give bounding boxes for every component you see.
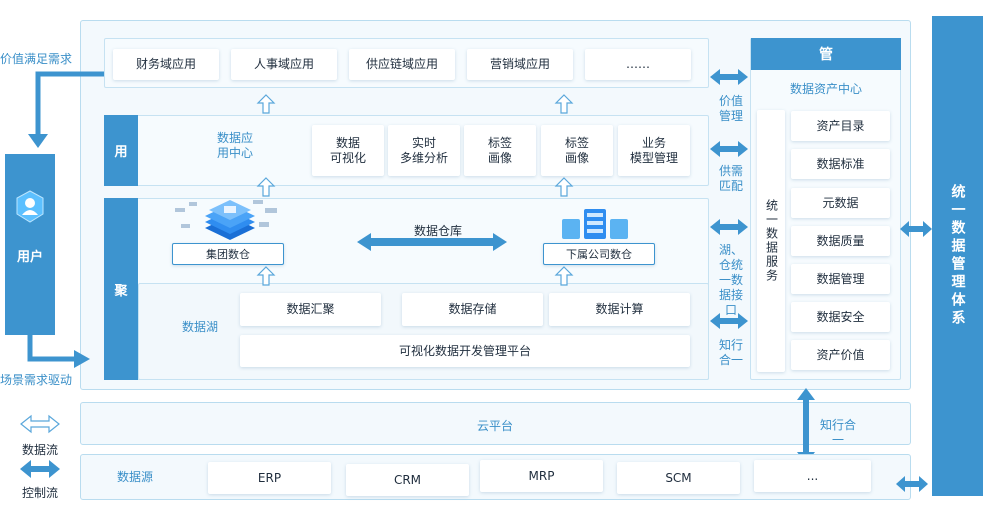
control-flow-legend-label: 控制流 xyxy=(21,486,58,500)
app-marketing: 营销域应用 xyxy=(467,49,573,80)
mgmt-item-data-quality: 数据质量 xyxy=(791,226,890,256)
source-mrp: MRP xyxy=(480,460,603,492)
unified-mgmt-system-text: 统一数据管理体系 xyxy=(949,184,966,328)
warehouse-bidirectional-arrow xyxy=(357,233,507,251)
ju-layer-tag: 聚 xyxy=(104,198,138,380)
user-label: 用户 xyxy=(16,250,43,265)
mgmt-item-data-security: 数据安全 xyxy=(791,302,890,332)
bidirectional-arrow-icon xyxy=(710,141,748,157)
know-do-label: 知行 合一 xyxy=(718,338,743,367)
use-card-realtime: 实时 多维分析 xyxy=(388,125,460,176)
asset-center-label: 数据资产中心 xyxy=(789,82,862,96)
up-arrow-icon xyxy=(554,94,574,114)
app-supply-chain: 供应链域应用 xyxy=(349,49,455,80)
bidirectional-arrow-icon xyxy=(710,69,748,85)
unified-mgmt-system: 统一数据管理体系 xyxy=(932,16,983,496)
user-block: 用户 xyxy=(5,154,55,335)
control-flow-legend-icon xyxy=(20,460,60,478)
mgmt-item-asset-catalog: 资产目录 xyxy=(791,111,890,141)
use-card-model: 业务 模型管理 xyxy=(618,125,690,176)
lake-card-aggregate: 数据汇聚 xyxy=(240,293,381,326)
source-scm: SCM xyxy=(617,462,740,494)
use-card-tag-2: 标签 画像 xyxy=(541,125,613,176)
dev-platform-card: 可视化数据开发管理平台 xyxy=(240,335,690,367)
up-arrow-icon xyxy=(256,266,276,286)
value-demand-label: 价值满足需求 xyxy=(0,52,73,66)
supply-match-label: 供需 匹配 xyxy=(718,164,743,193)
value-mgmt-label: 价值 管理 xyxy=(718,94,743,123)
scene-demand-label: 场景需求驱动 xyxy=(0,373,73,387)
data-flow-legend-icon xyxy=(20,414,60,434)
up-arrow-icon xyxy=(554,177,574,197)
control-flow-arrow xyxy=(27,334,90,368)
data-warehouse-label: 数据仓库 xyxy=(413,224,462,238)
bidirectional-arrow-icon xyxy=(896,476,928,492)
app-more: …… xyxy=(585,49,691,80)
unified-service-card: 统一数据服务 xyxy=(757,110,785,372)
bidirectional-arrow-icon xyxy=(710,219,748,235)
control-flow-arrow xyxy=(28,71,104,148)
control-bidirectional-arrow-icon xyxy=(797,388,815,464)
group-warehouse-label: 集团数仓 xyxy=(172,243,284,265)
cloud-know-do-label: 知行合 一 xyxy=(819,418,856,447)
mgmt-item-data-management: 数据管理 xyxy=(791,264,890,294)
sub-warehouse-icon xyxy=(562,209,628,239)
up-arrow-icon xyxy=(554,266,574,286)
app-finance: 财务域应用 xyxy=(113,49,219,80)
bidirectional-arrow-icon xyxy=(710,313,748,329)
bidirectional-arrow-icon xyxy=(900,221,932,237)
use-card-tag-1: 标签 画像 xyxy=(464,125,536,176)
lake-card-storage: 数据存储 xyxy=(402,293,543,326)
data-lake-label: 数据湖 xyxy=(181,320,218,334)
use-layer-tag: 用 xyxy=(104,115,138,186)
group-warehouse-icon xyxy=(175,200,277,240)
mgmt-item-asset-value: 资产价值 xyxy=(791,340,890,370)
source-more: ... xyxy=(754,460,871,492)
mgmt-item-metadata: 元数据 xyxy=(791,188,890,218)
user-icon xyxy=(16,190,44,223)
unified-service-text: 统一数据服务 xyxy=(764,199,779,283)
data-flow-legend-label: 数据流 xyxy=(21,443,58,457)
mgmt-title: 管 xyxy=(751,38,901,70)
up-arrow-icon xyxy=(256,177,276,197)
source-erp: ERP xyxy=(208,462,331,494)
sub-warehouse-label: 下属公司数仓 xyxy=(543,243,655,265)
cloud-platform-label: 云平台 xyxy=(476,419,513,433)
data-app-center-label: 数据应 用中心 xyxy=(216,131,253,160)
up-arrow-icon xyxy=(256,94,276,114)
lake-unify-label: 湖、 仓统 一数 据接 口 xyxy=(718,243,743,317)
lake-card-compute: 数据计算 xyxy=(549,293,690,326)
mgmt-item-data-standard: 数据标准 xyxy=(791,149,890,179)
data-sources-label: 数据源 xyxy=(116,470,153,484)
app-hr: 人事域应用 xyxy=(231,49,337,80)
use-card-visualization: 数据 可视化 xyxy=(312,125,384,176)
source-crm: CRM xyxy=(346,464,469,496)
cloud-platform xyxy=(80,402,911,445)
